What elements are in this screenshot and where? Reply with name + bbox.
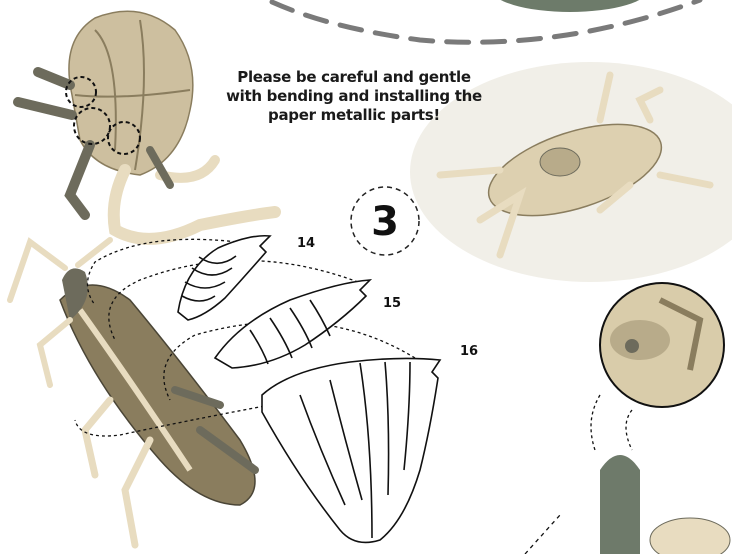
part-label-16: 16 <box>460 344 478 359</box>
top-partial-oval <box>490 0 650 12</box>
zoom-detail-right <box>525 283 730 554</box>
beetle-assembled-top-left <box>18 11 275 239</box>
wing-part-14 <box>178 236 270 320</box>
dashed-divider-top <box>272 0 700 42</box>
part-label-15: 15 <box>383 296 401 311</box>
caution-note: Please be careful and gentle with bendin… <box>222 68 486 125</box>
wing-part-15 <box>215 280 370 368</box>
step-number: 3 <box>350 187 420 257</box>
wing-part-16 <box>262 358 440 542</box>
part-label-14: 14 <box>297 236 315 251</box>
